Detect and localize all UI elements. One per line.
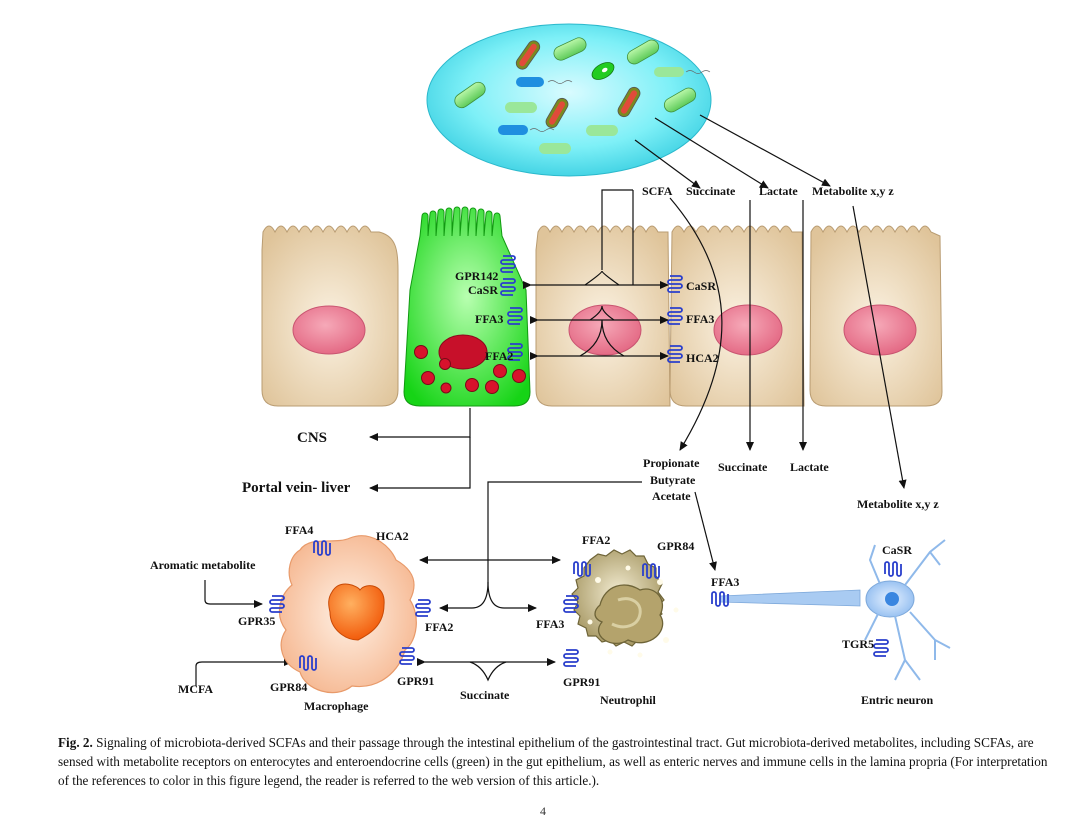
bacterium-capsule-6 <box>654 67 684 77</box>
label-ffa2-neu: FFA2 <box>582 533 610 547</box>
bacterium-vibrio <box>591 62 615 80</box>
bacterium-rod-1 <box>515 40 541 70</box>
label-gpr84-mac: GPR84 <box>270 680 307 694</box>
secretory-granules <box>414 345 526 394</box>
receptor-icon <box>415 599 431 617</box>
figure-caption: Fig. 2. Signaling of microbiota-derived … <box>58 733 1048 790</box>
bacterium-rod-6 <box>617 86 641 118</box>
bacterium-capsule-3 <box>498 125 528 135</box>
label-casr-left: CaSR <box>468 283 498 297</box>
label-portal-vein: Portal vein- liver <box>242 480 351 496</box>
label-metabolite-mid: Metabolite x,y z <box>857 497 939 511</box>
gut-lumen <box>426 23 712 177</box>
enterocyte-3 <box>669 225 805 407</box>
receptor-icon <box>563 649 579 667</box>
label-hca2-mac: HCA2 <box>376 529 409 543</box>
label-metabolite-top: Metabolite x,y z <box>812 184 894 198</box>
enteroendocrine-cell <box>403 206 531 407</box>
caption-text: Signaling of microbiota-derived SCFAs an… <box>58 735 1048 788</box>
label-scfa: SCFA <box>642 184 673 198</box>
bacterium-capsule-2 <box>505 102 537 113</box>
label-gpr35: GPR35 <box>238 614 275 628</box>
label-succinate-mid: Succinate <box>718 460 768 474</box>
bacterium-rod-4 <box>454 81 486 109</box>
bacterium-capsule-1 <box>516 77 544 87</box>
label-succinate-bottom: Succinate <box>460 688 510 702</box>
label-enteric-neuron: Entric neuron <box>861 693 933 707</box>
nucleus <box>292 305 366 355</box>
label-ffa2-mac: FFA2 <box>425 620 453 634</box>
label-tgr5: TGR5 <box>842 637 874 651</box>
label-acetate: Acetate <box>652 489 691 503</box>
bacterium-capsule-5 <box>586 125 618 136</box>
granules <box>587 565 679 658</box>
bacterium-capsule-4 <box>539 143 571 154</box>
label-ffa3-neuron: FFA3 <box>711 575 739 589</box>
nucleus <box>438 334 488 370</box>
label-macrophage: Macrophage <box>304 699 369 713</box>
bacterium-rod-5 <box>545 97 569 129</box>
label-casr-neuron: CaSR <box>882 543 912 557</box>
bacterium-rod-2 <box>553 37 587 61</box>
label-neutrophil: Neutrophil <box>600 693 656 707</box>
macrophage-cell <box>278 535 417 694</box>
enterocyte-1 <box>261 225 399 407</box>
label-lactate-mid: Lactate <box>790 460 829 474</box>
bacterium-rod-3 <box>626 39 660 65</box>
nucleus <box>843 304 917 356</box>
label-cns: CNS <box>297 430 327 446</box>
arrows <box>195 114 907 686</box>
label-gpr91-neu: GPR91 <box>563 675 600 689</box>
label-aromatic: Aromatic metabolite <box>150 558 256 572</box>
label-casr-right: CaSR <box>686 279 716 293</box>
label-gpr91-mac: GPR91 <box>397 674 434 688</box>
enterocyte-2 <box>535 225 671 407</box>
label-lactate-top: Lactate <box>759 184 798 198</box>
label-mcfa: MCFA <box>178 682 213 696</box>
label-ffa3-left: FFA3 <box>475 312 503 326</box>
neutrophil-cell <box>571 549 679 658</box>
label-hca2-right: HCA2 <box>686 351 719 365</box>
label-ffa3-right: FFA3 <box>686 312 714 326</box>
label-ffa2-left: FFA2 <box>485 349 513 363</box>
label-succinate-top: Succinate <box>686 184 736 198</box>
label-ffa3-neu: FFA3 <box>536 617 564 631</box>
nucleus <box>713 304 783 356</box>
label-gpr84-neu: GPR84 <box>657 539 694 553</box>
receptor-icon <box>884 561 902 577</box>
label-propionate: Propionate <box>643 456 700 470</box>
caption-label: Fig. 2. <box>58 735 93 750</box>
figure-diagram: SCFA Succinate Lactate Metabolite x,y z … <box>150 23 951 713</box>
label-gpr142: GPR142 <box>455 269 498 283</box>
label-ffa4: FFA4 <box>285 523 313 537</box>
enteric-neuron <box>719 539 951 681</box>
bacterium-rod-7 <box>663 87 697 113</box>
enterocyte-4 <box>809 225 943 407</box>
label-butyrate: Butyrate <box>650 473 696 487</box>
receptor-icon <box>873 639 889 657</box>
page-number: 4 <box>540 804 546 818</box>
